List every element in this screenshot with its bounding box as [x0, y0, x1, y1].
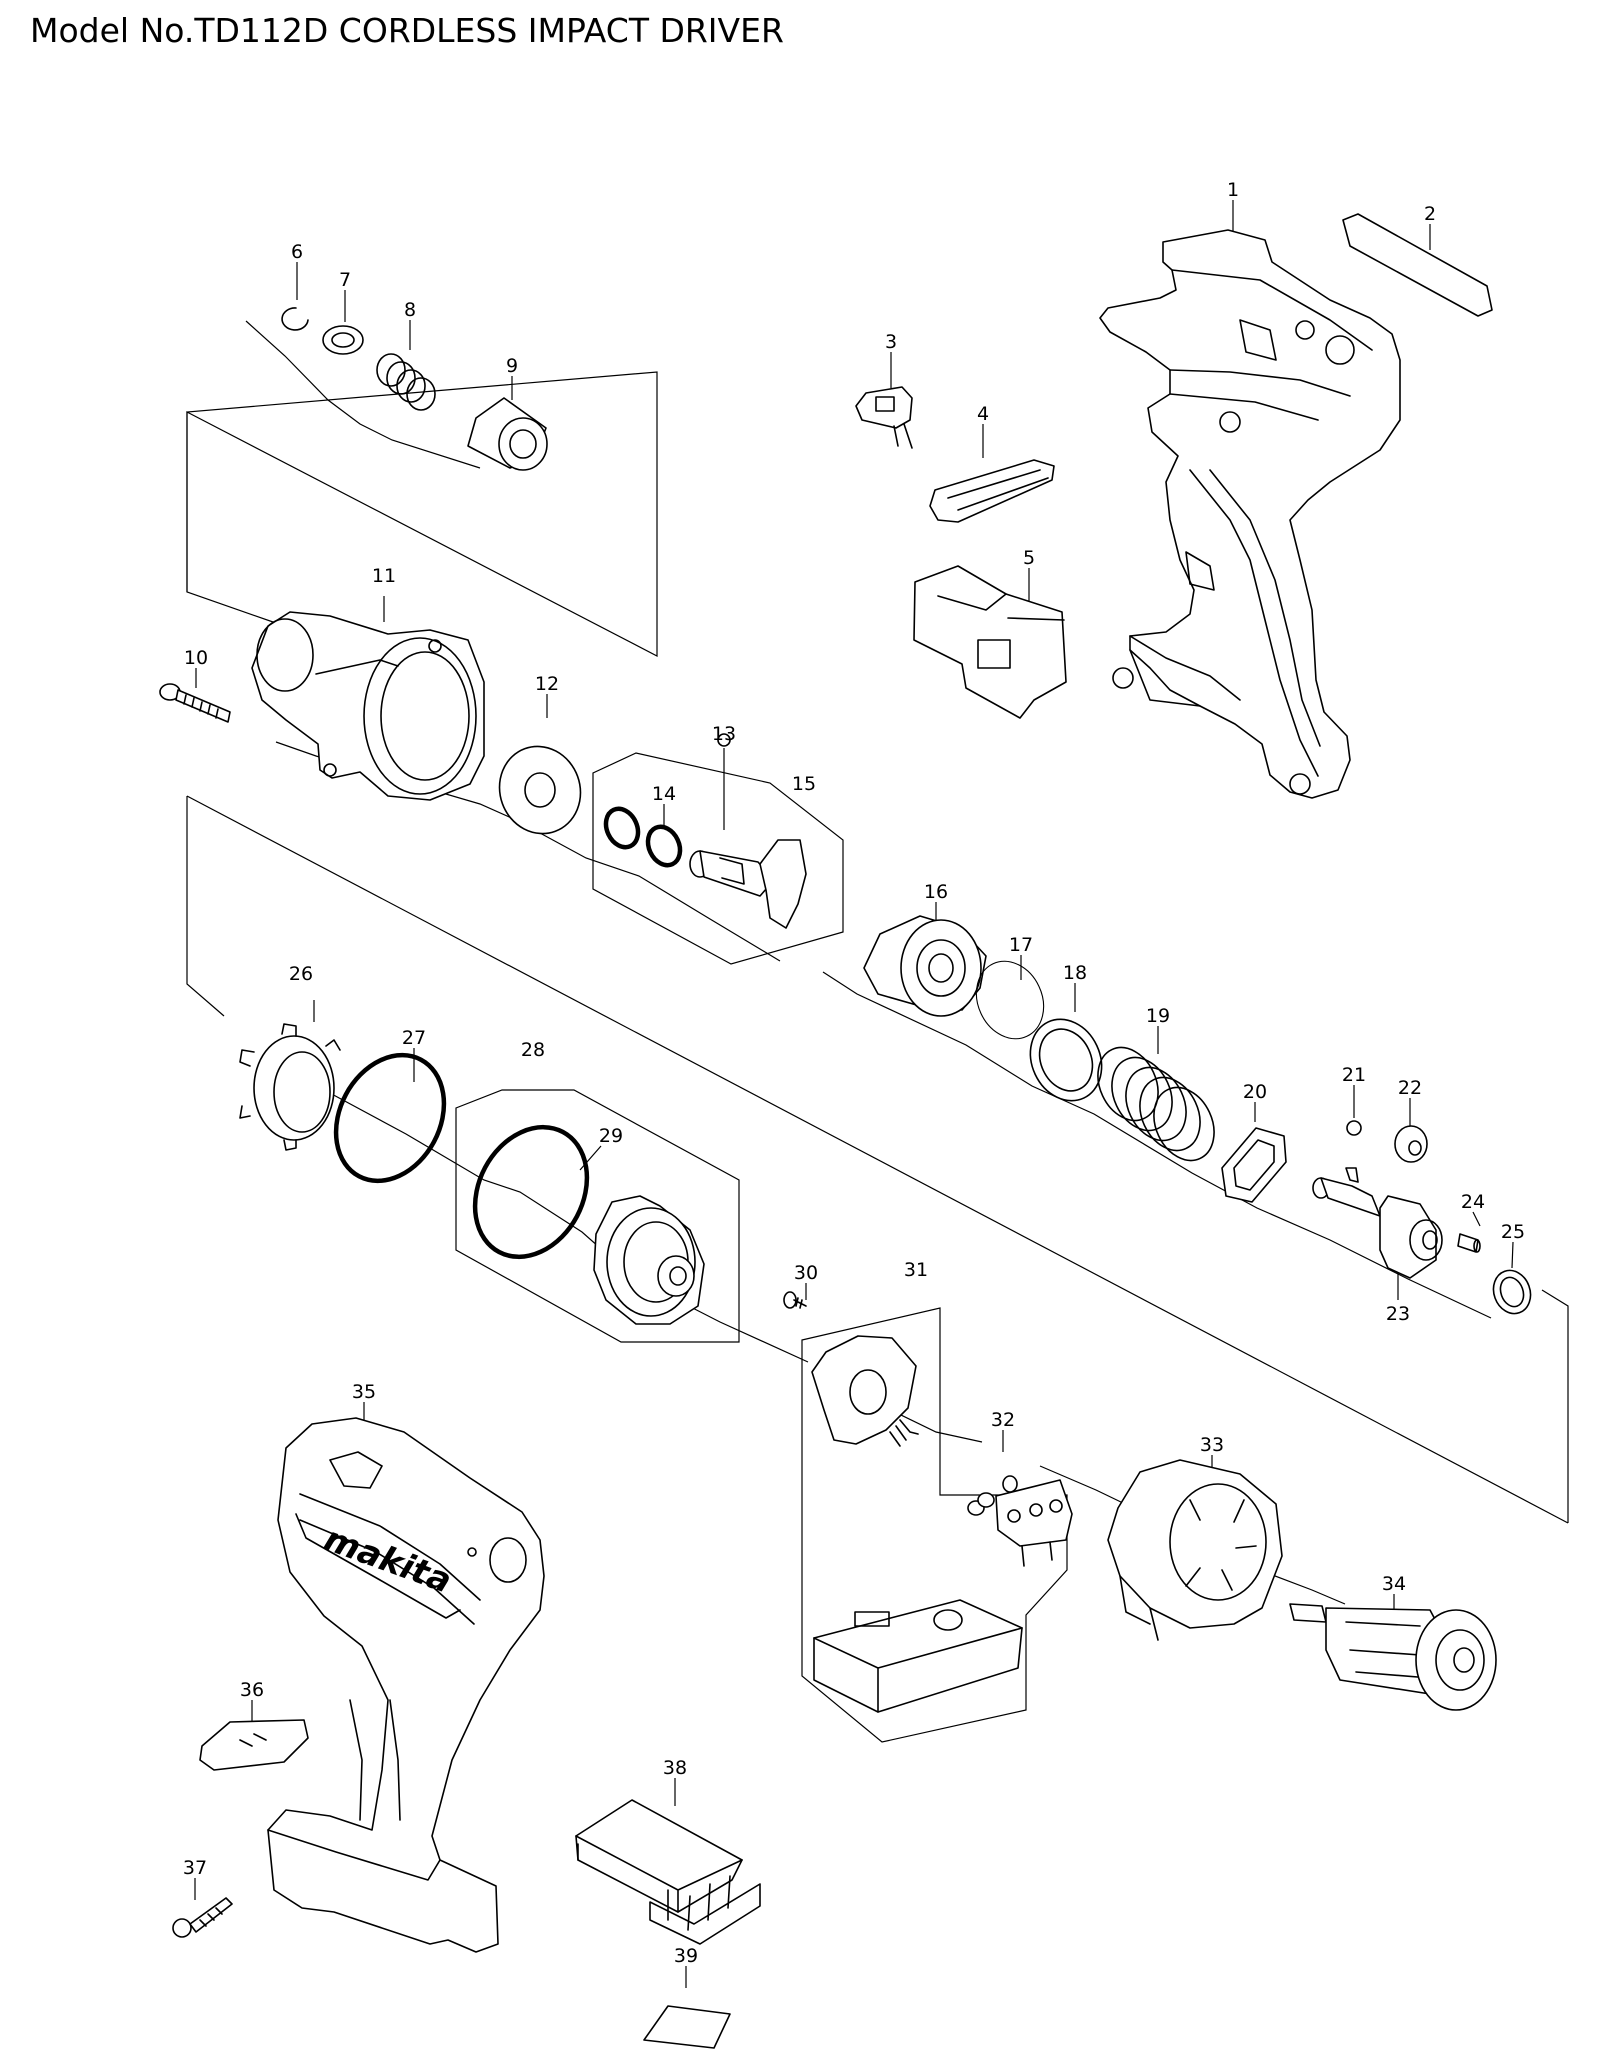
part-number: 23 [1386, 1303, 1410, 1325]
internal-gear-part [593, 1195, 705, 1325]
part-number: 22 [1398, 1077, 1422, 1099]
compression-spring-19-part [1097, 1046, 1215, 1162]
part-number: 24 [1461, 1191, 1485, 1213]
hammer-part [863, 915, 987, 1017]
pin-part [1457, 1233, 1481, 1253]
heat-sink-part [575, 1799, 761, 1945]
steel-ball-part [717, 733, 731, 747]
part-number: 11 [372, 565, 396, 587]
flat-washer-part [322, 325, 364, 355]
spindle-part [1312, 1167, 1443, 1279]
o-ring-part [603, 806, 683, 868]
part-number: 30 [794, 1262, 818, 1284]
compression-spring-part [376, 353, 436, 411]
part-number: 18 [1063, 962, 1087, 984]
pan-head-screw-part [783, 1291, 807, 1309]
part-number: 8 [404, 299, 416, 321]
part-number: 29 [599, 1125, 623, 1147]
part-number: 19 [1146, 1005, 1170, 1027]
group-outlines [186, 371, 1569, 1743]
ring-nut-part [239, 1023, 341, 1151]
part-number: 35 [352, 1381, 376, 1403]
ring-spring-part [281, 307, 309, 331]
controller-part [813, 1599, 1023, 1713]
part-number: 5 [1023, 547, 1035, 569]
part-number: 15 [792, 773, 816, 795]
part-number: 27 [402, 1027, 426, 1049]
part-numbers: 1 2 3 4 5 6 7 8 9 10 11 12 13 14 15 16 1… [183, 179, 1525, 1967]
part-number: 13 [712, 723, 736, 745]
switch-lever-part [929, 459, 1055, 523]
sleeve-part [467, 397, 548, 471]
o-ring-27-part [333, 1052, 447, 1184]
o-ring-29-part [472, 1124, 590, 1260]
part-number: 6 [291, 241, 303, 263]
internal-gear-box [455, 1089, 740, 1343]
cover-part [199, 1719, 309, 1771]
housing-set-part [1099, 229, 1401, 799]
controller-box [801, 1307, 1068, 1743]
part-number: 26 [289, 963, 313, 985]
part-number: 38 [663, 1757, 687, 1779]
stator-part [1107, 1459, 1283, 1641]
switch-terminal-part [855, 386, 913, 449]
hammer-case-part [251, 611, 485, 801]
hammer-case-box [186, 796, 225, 1017]
part-number: 37 [183, 1857, 207, 1879]
housing-left-part: makita [267, 1417, 545, 1953]
part-number: 17 [1009, 934, 1033, 956]
anvil-part [689, 839, 807, 929]
part-number: 7 [339, 269, 351, 291]
part-number: 21 [1342, 1064, 1366, 1086]
anvil-group-box [592, 752, 844, 965]
steel-ball-ring-part [975, 960, 1045, 1040]
diagram-title: Model No.TD112D CORDLESS IMPACT DRIVER [30, 11, 784, 50]
part-number: 1 [1227, 179, 1239, 201]
name-plate-part [1342, 213, 1493, 317]
part-number: 25 [1501, 1221, 1525, 1243]
flat-washer-18-part [1029, 1018, 1103, 1102]
planet-gear-part [1394, 1125, 1428, 1163]
flat-washer-25-part [1492, 1269, 1532, 1315]
sensor-board-part [811, 1335, 919, 1447]
part-number: 16 [924, 881, 948, 903]
part-number: 28 [521, 1039, 545, 1061]
part-number: 14 [652, 783, 676, 805]
tapping-screw-part [159, 683, 231, 723]
part-number: 39 [674, 1945, 698, 1967]
part-number: 32 [991, 1409, 1015, 1431]
part-number: 33 [1200, 1434, 1224, 1456]
terminal-block-part [967, 1475, 1073, 1567]
switch-part [913, 565, 1067, 719]
part-number: 3 [885, 331, 897, 353]
part-number: 34 [1382, 1573, 1406, 1595]
steel-ball-21-part [1346, 1120, 1362, 1136]
spring-seat-part [1221, 1127, 1287, 1203]
tapping-screw-37-part [172, 1897, 233, 1938]
part-number: 2 [1424, 203, 1436, 225]
nose-assembly-box [186, 371, 658, 657]
part-number: 20 [1243, 1081, 1267, 1103]
rotor-part [1289, 1603, 1497, 1711]
part-number: 4 [977, 403, 989, 425]
part-number: 31 [904, 1259, 928, 1281]
part-number: 12 [535, 673, 559, 695]
insulator-part [643, 2005, 731, 2049]
thrust-washer-part [498, 745, 582, 835]
part-number: 10 [184, 647, 208, 669]
part-number: 9 [506, 355, 518, 377]
part-number: 36 [240, 1679, 264, 1701]
